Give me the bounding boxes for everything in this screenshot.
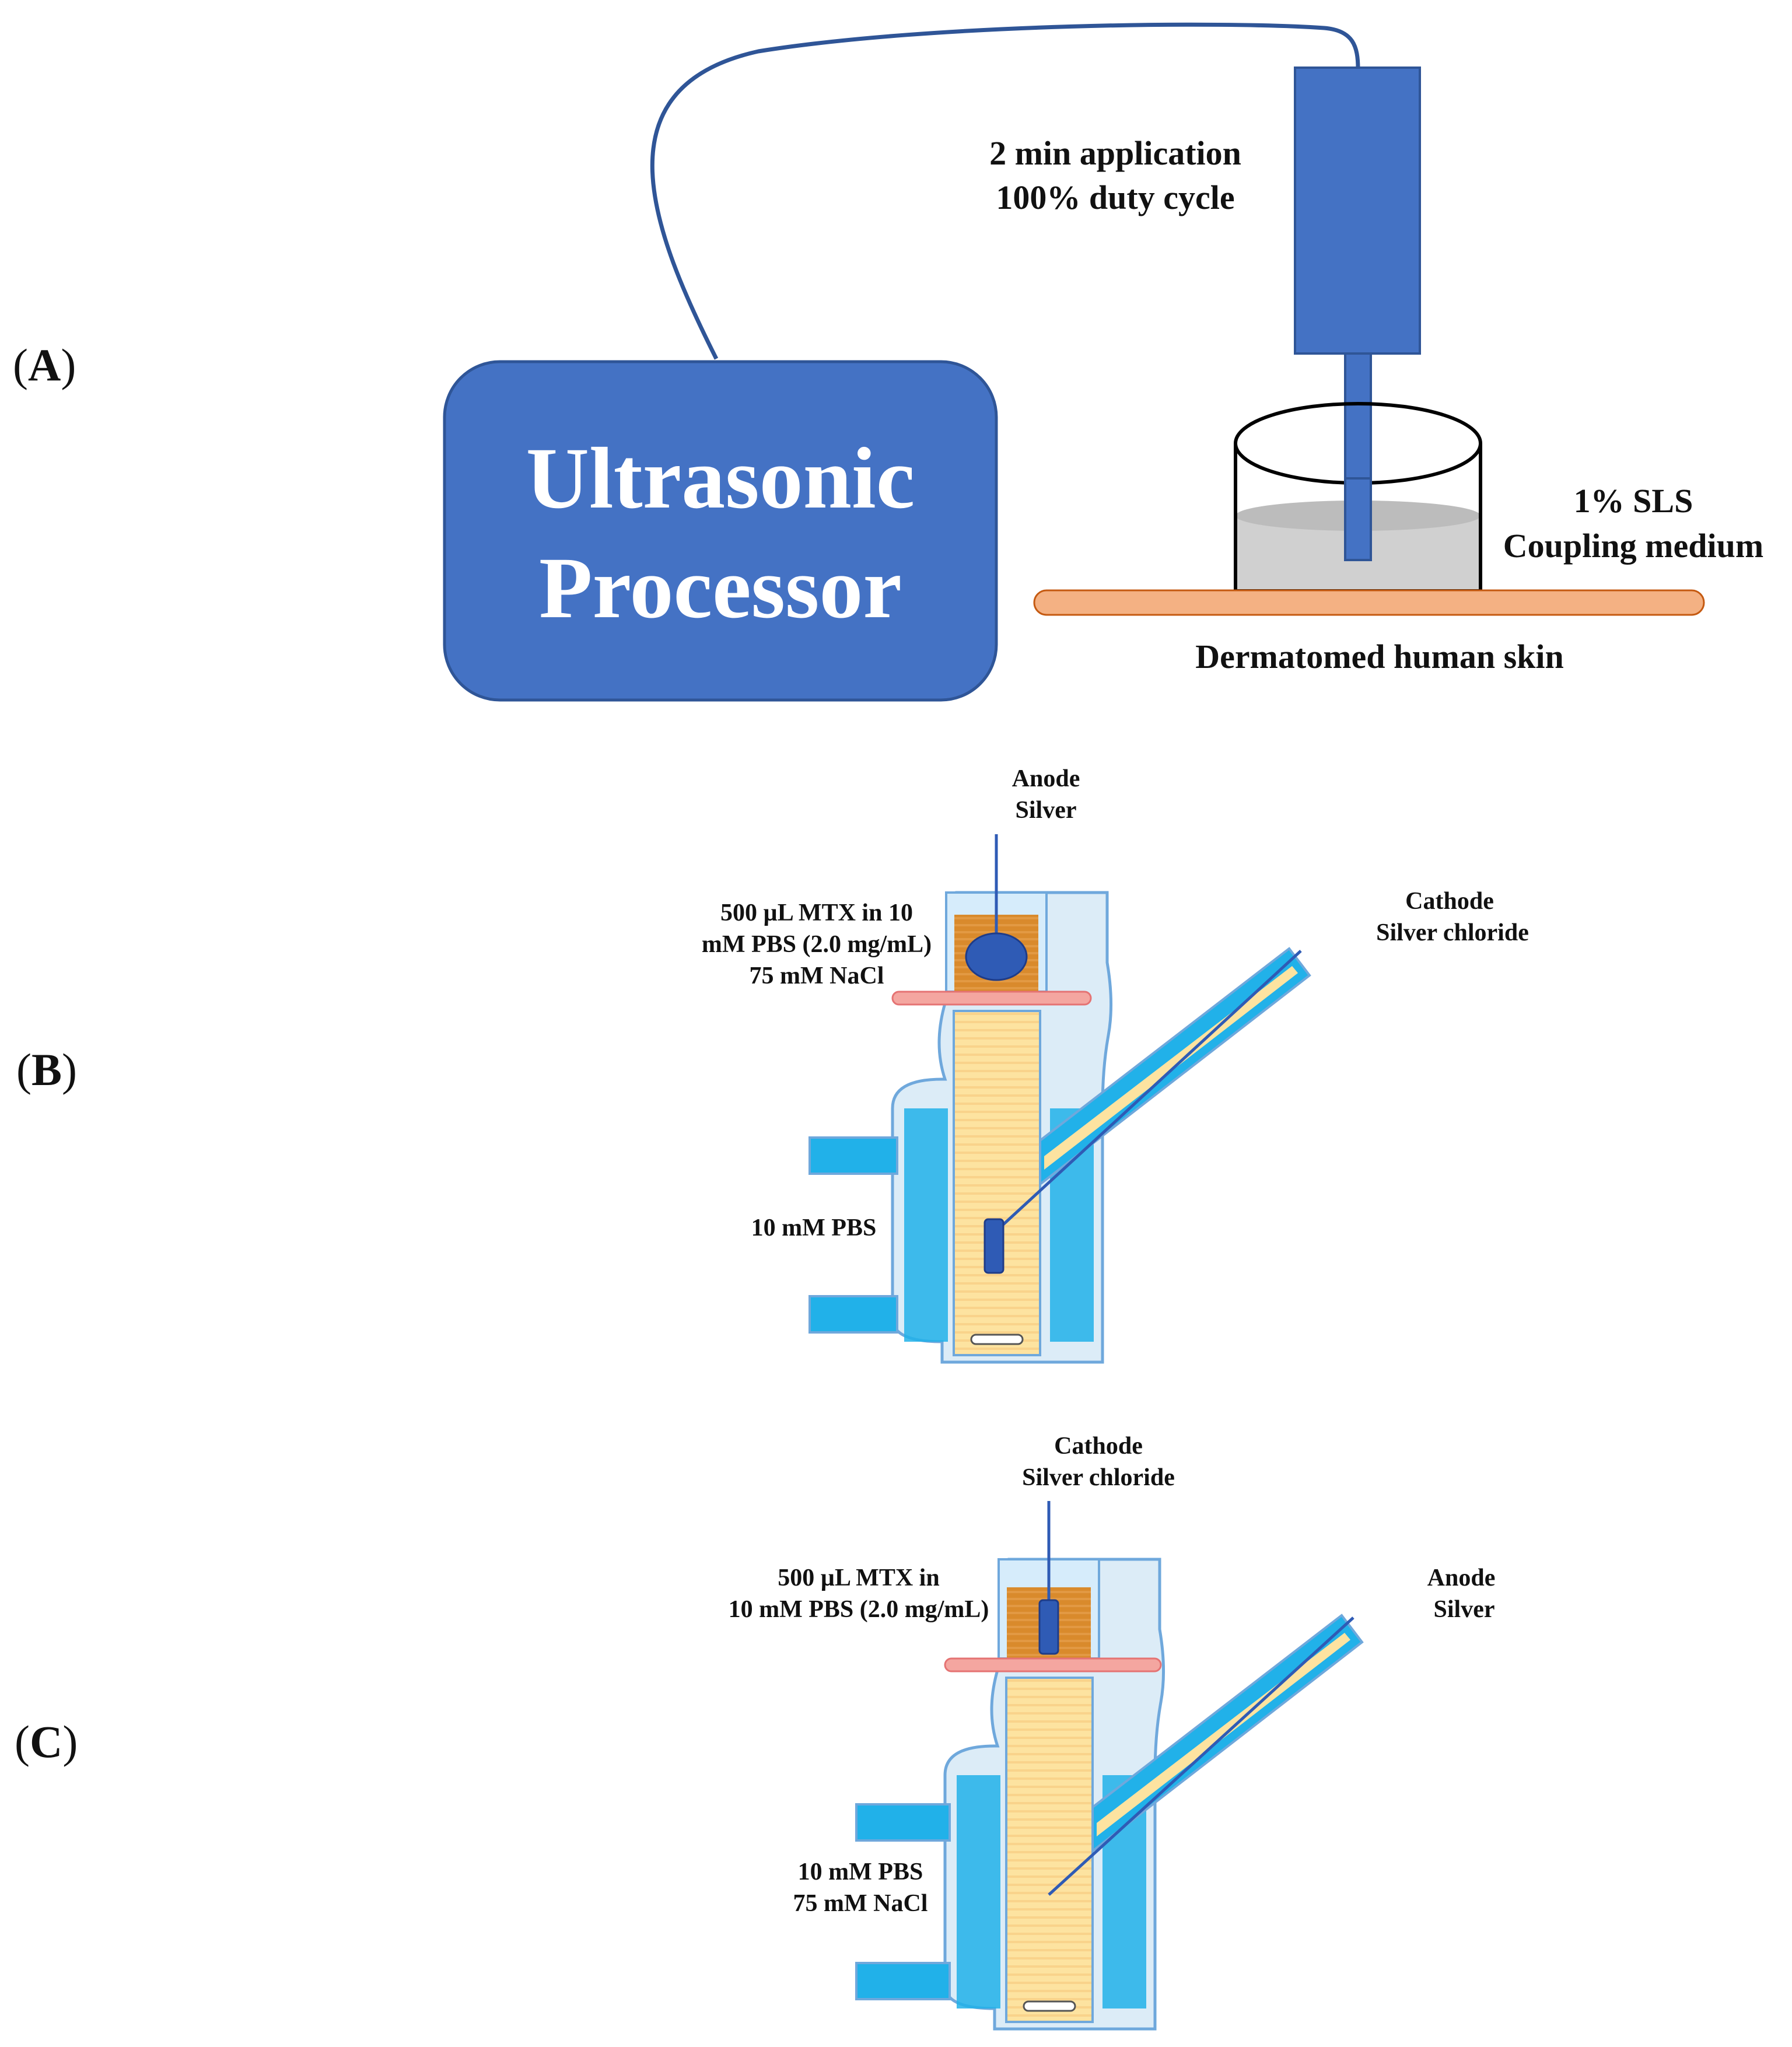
application-label-line2: 100% duty cycle	[996, 179, 1234, 216]
skin-label: Dermatomed human skin	[1195, 638, 1564, 676]
b-donor-label-line2: mM PBS (2.0 mg/mL)	[702, 931, 932, 958]
medium-label-line2: Coupling medium	[1503, 527, 1763, 565]
c-anode-label-line1: Anode	[1427, 1565, 1496, 1591]
b-cathode-label-line1: Cathode	[1405, 888, 1494, 915]
b-donor-label-line1: 500 µL MTX in 10	[720, 900, 913, 926]
dermatomed-skin	[1033, 589, 1705, 616]
c-donor-label-line1: 500 µL MTX in	[778, 1565, 939, 1591]
diffusion-cell-c	[855, 1501, 1364, 2031]
application-label-line1: 2 min application	[989, 134, 1241, 172]
sampling-port-bottom	[855, 1962, 951, 2000]
stir-bar	[1023, 2000, 1076, 2012]
panel-b: (B)	[16, 765, 1529, 1364]
panel-c: (C) Cathode Silver chloride Anode Silver…	[15, 1433, 1496, 2031]
c-cathode-label-line2: Silver chloride	[1022, 1464, 1175, 1491]
c-cathode-label-line1: Cathode	[1054, 1433, 1143, 1460]
c-receptor-label-line2: 75 mM NaCl	[793, 1890, 928, 1917]
c-donor-label-line2: 10 mM PBS (2.0 mg/mL)	[729, 1596, 989, 1623]
c-anode-label-line2: Silver	[1434, 1596, 1495, 1623]
gasket	[944, 1657, 1162, 1672]
sampling-port-top	[808, 1136, 898, 1175]
cathode-electrode	[1038, 1599, 1059, 1655]
ultrasonic-processor-box	[443, 360, 998, 702]
receptor-chamber	[1005, 1677, 1094, 2023]
cathode-wire	[995, 950, 1302, 1232]
panel-a-letter: (A)	[13, 340, 76, 390]
processor-cable	[650, 22, 1360, 360]
medium-label-line1: 1% SLS	[1574, 482, 1693, 520]
panel-a: (A) Ultrasonic Processor 2 min applicati…	[13, 22, 1763, 702]
beaker	[1234, 402, 1482, 591]
stir-bar	[970, 1334, 1024, 1345]
panel-b-letter: (B)	[16, 1044, 77, 1095]
c-receptor-label-line1: 10 mM PBS	[798, 1859, 923, 1885]
b-anode-label-line2: Silver	[1016, 797, 1077, 824]
sampling-port-top	[855, 1803, 951, 1842]
b-anode-label-line1: Anode	[1012, 765, 1080, 792]
cathode-electrode	[984, 1218, 1005, 1274]
sampling-port-bottom	[808, 1295, 898, 1334]
diffusion-cell-b	[808, 834, 1311, 1364]
processor-label-line2: Processor	[539, 540, 902, 636]
b-cathode-label-line2: Silver chloride	[1376, 919, 1529, 946]
anode-electrode	[965, 932, 1028, 981]
transducer-body	[1294, 67, 1421, 355]
gasket	[891, 991, 1092, 1006]
anode-wire	[1048, 1616, 1354, 1896]
receptor-chamber	[953, 1010, 1041, 1356]
processor-label-line1: Ultrasonic	[526, 430, 915, 527]
panel-c-letter: (C)	[15, 1716, 78, 1767]
b-donor-label-line3: 75 mM NaCl	[750, 963, 884, 989]
b-receptor-label: 10 mM PBS	[751, 1215, 877, 1241]
